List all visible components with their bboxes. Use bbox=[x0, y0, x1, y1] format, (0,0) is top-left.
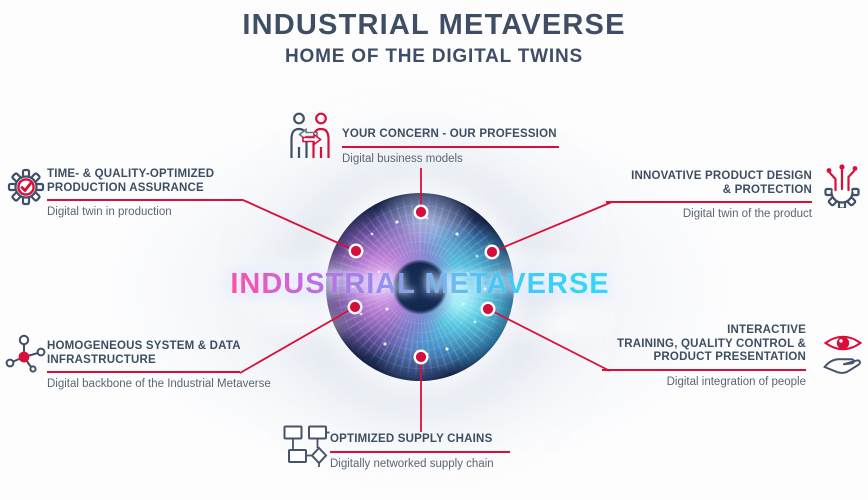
gear-check-icon bbox=[7, 166, 45, 213]
callout-subtitle: Digital integration of people bbox=[666, 375, 806, 388]
callout-interactive-training: INTERACTIVE TRAINING, QUALITY CONTROL & … bbox=[602, 324, 806, 388]
red-underline bbox=[47, 371, 240, 373]
callout-title-line: INFRASTRUCTURE bbox=[47, 353, 156, 366]
red-underline bbox=[47, 199, 243, 201]
flowchart-icon bbox=[282, 423, 332, 474]
callout-subtitle: Digitally networked supply chain bbox=[330, 457, 494, 470]
node-dots bbox=[347, 204, 500, 365]
callout-title-line: INNOVATIVE PRODUCT DESIGN bbox=[631, 170, 812, 182]
callout-title-line: & PROTECTION bbox=[722, 183, 812, 196]
connector-lines bbox=[239, 168, 613, 432]
sphere-center-label: INDUSTRIAL METAVERSE bbox=[230, 268, 610, 300]
callout-subtitle: Digital twin of the product bbox=[682, 208, 812, 220]
callout-title-line: TIME- & QUALITY-OPTIMIZED bbox=[47, 168, 215, 180]
callout-supply-chains: OPTIMIZED SUPPLY CHAINS Digitally networ… bbox=[330, 433, 510, 470]
people-exchange-icon bbox=[287, 111, 333, 164]
red-underline bbox=[602, 368, 806, 371]
callout-title-line: PRODUCTION ASSURANCE bbox=[47, 181, 204, 194]
callout-subtitle: Digital business models bbox=[342, 152, 463, 165]
callout-data-infrastructure: HOMOGENEOUS SYSTEM & DATA INFRASTRUCTURE… bbox=[47, 340, 271, 390]
gear-circuit-icon bbox=[820, 160, 864, 213]
red-underline bbox=[330, 450, 510, 453]
callout-your-concern: YOUR CONCERN - OUR PROFESSION Digital bu… bbox=[342, 128, 559, 165]
network-icon bbox=[5, 333, 47, 380]
red-underline bbox=[342, 145, 559, 148]
callout-product-design: INNOVATIVE PRODUCT DESIGN & PROTECTION D… bbox=[606, 170, 812, 220]
callout-title-line: PRODUCT PRESENTATION bbox=[653, 351, 806, 363]
red-underline bbox=[606, 201, 812, 203]
callout-title-line: INTERACTIVE bbox=[727, 324, 806, 336]
callout-production-assurance: TIME- & QUALITY-OPTIMIZED PRODUCTION ASS… bbox=[47, 168, 243, 218]
callout-title-line: OPTIMIZED SUPPLY CHAINS bbox=[330, 433, 493, 445]
callout-subtitle: Digital backbone of the Industrial Metav… bbox=[47, 378, 271, 390]
callout-title-line: TRAINING, QUALITY CONTROL & bbox=[617, 337, 806, 350]
callout-title-line: YOUR CONCERN - OUR PROFESSION bbox=[342, 128, 557, 140]
callout-title-line: HOMOGENEOUS SYSTEM & DATA bbox=[47, 340, 241, 352]
eye-hand-icon bbox=[822, 330, 864, 381]
page-subtitle: HOME OF THE DIGITAL TWINS bbox=[285, 45, 583, 67]
page-title: INDUSTRIAL METAVERSE bbox=[242, 9, 626, 41]
callout-subtitle: Digital twin in production bbox=[47, 206, 172, 218]
header: INDUSTRIAL METAVERSE HOME OF THE DIGITAL… bbox=[0, 9, 868, 68]
